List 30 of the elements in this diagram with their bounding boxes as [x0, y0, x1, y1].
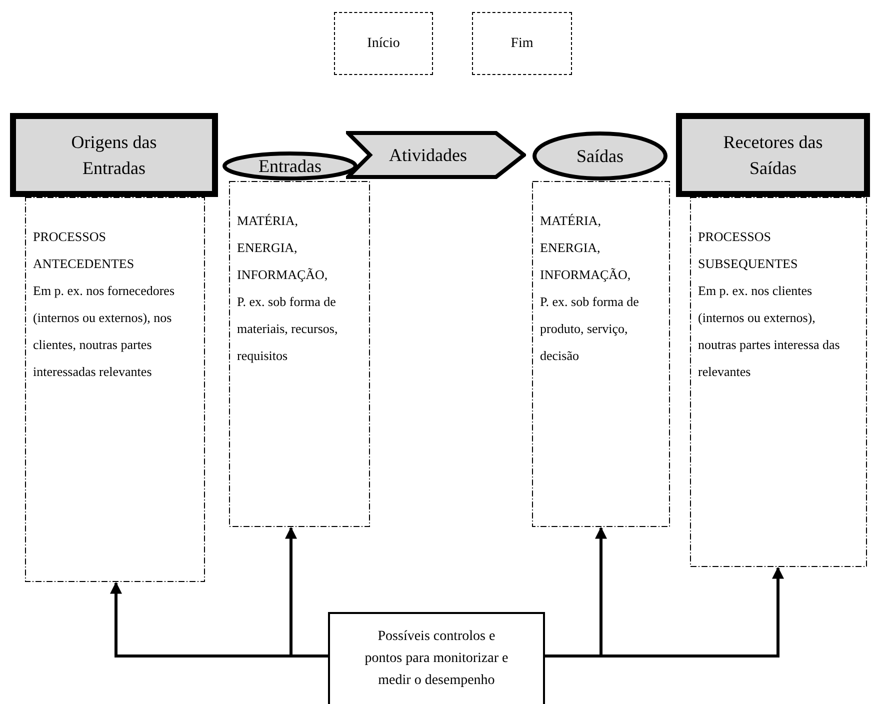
node-label: Possíveis controlos e pontos para monitorizar e medir o desempenho — [364, 628, 510, 690]
header-box — [10, 113, 218, 197]
header-title: Origens das Entradas — [70, 131, 158, 180]
header-box — [676, 113, 870, 197]
process-box — [328, 612, 545, 704]
dashed-column — [690, 197, 867, 567]
dashed-column — [532, 181, 670, 527]
header-ellipse — [532, 131, 668, 181]
dashed-column — [229, 181, 370, 527]
header-ellipse — [222, 151, 358, 181]
end-box — [472, 12, 572, 75]
arrow — [285, 526, 328, 658]
column-text: P. ex. sob forma de produto, serviço, decisão — [540, 293, 640, 365]
column-text: PROCESSOS SUBSEQUENTES — [698, 228, 799, 273]
header-title: Atividades — [389, 144, 468, 166]
start-box — [334, 12, 433, 75]
header-title: Entradas — [258, 154, 322, 178]
column-text: MATÉRIA, ENERGIA, INFORMAÇÃO, — [540, 212, 632, 284]
node-label: Fim — [510, 35, 534, 53]
column-text: PROCESSOS ANTECEDENTES — [33, 228, 136, 273]
header-title: Recetores das Saídas — [722, 131, 824, 180]
chevron-shape — [346, 131, 526, 179]
dashed-column — [25, 197, 205, 582]
node-label: Início — [367, 35, 400, 53]
column-text: Em p. ex. nos clientes (internos ou externos), noutras partes interessa das relevantes — [698, 282, 841, 381]
column-text: Em p. ex. nos fornecedores (internos ou externos), nos clientes, noutras partes interessadas relevantes — [33, 282, 176, 381]
arrow — [545, 566, 784, 658]
column-text: P. ex. sob forma de materiais, recursos, requisitos — [237, 293, 339, 365]
header-title: Saídas — [576, 144, 624, 168]
column-text: MATÉRIA, ENERGIA, INFORMAÇÃO, — [237, 212, 329, 284]
